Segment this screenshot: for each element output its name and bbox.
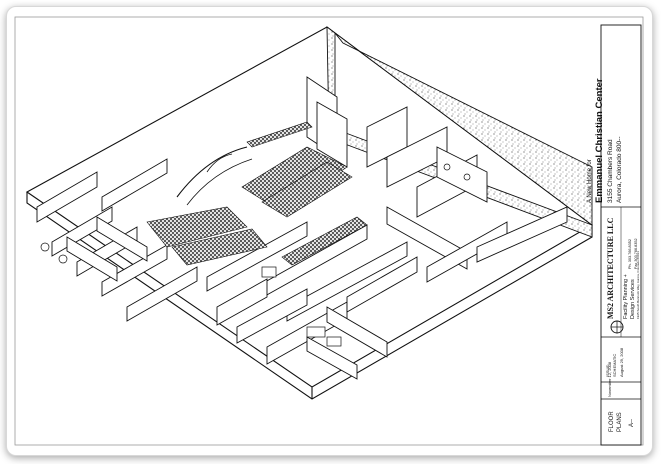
- sheet-title-2: PLANS: [617, 412, 623, 432]
- seating-block-rear: [281, 216, 368, 266]
- firm-fax: Fax 303.766.8352: [634, 238, 638, 269]
- sheet-number: A--: [629, 419, 635, 427]
- stage-edge-inner: [186, 158, 253, 206]
- drawing-sheet: A New Home for Emmanuel Christian Center…: [6, 6, 653, 456]
- issue-date: August 29, 2008: [619, 347, 624, 377]
- sanctuary-seating: [146, 121, 368, 266]
- firm-name: MS2 ARCHITECTURE LLC: [606, 217, 615, 319]
- seating-row: [246, 121, 313, 148]
- interior-walls: [36, 76, 568, 380]
- revision-date: November 12, 2008: [607, 361, 612, 397]
- firm-services-1: Facility Planning +: [623, 274, 629, 319]
- stucco-wall-face: [334, 32, 593, 226]
- address-line-2: Aurora, Colorado 800--: [616, 137, 623, 203]
- seating-block-left: [146, 206, 248, 248]
- address-line-1: 3155 Chambers Road: [607, 139, 614, 203]
- sheet-border: [14, 16, 644, 446]
- seating-block-left-2: [171, 228, 268, 266]
- isometric-floor-plan: A New Home for Emmanuel Christian Center…: [14, 16, 644, 446]
- title-block: [600, 24, 642, 446]
- furniture: [40, 163, 471, 347]
- firm-services-2: Design Services: [630, 279, 636, 319]
- phase-label: SCHEMATIC: [612, 354, 617, 377]
- seating-block-center-2: [261, 161, 353, 218]
- firm-phone: Ph. 303.766.8352: [628, 239, 632, 269]
- firm-address: 1925 South Bannock Way, Aurora, Colorado…: [636, 251, 640, 319]
- stage-edge: [176, 146, 248, 198]
- title-preface: A New Home for: [587, 159, 593, 203]
- sheet-title-1: FLOOR: [609, 411, 615, 432]
- project-name: Emmanuel Christian Center: [594, 78, 605, 203]
- stage-steps: [206, 153, 233, 173]
- issue-label: ISSUE:: [605, 364, 610, 377]
